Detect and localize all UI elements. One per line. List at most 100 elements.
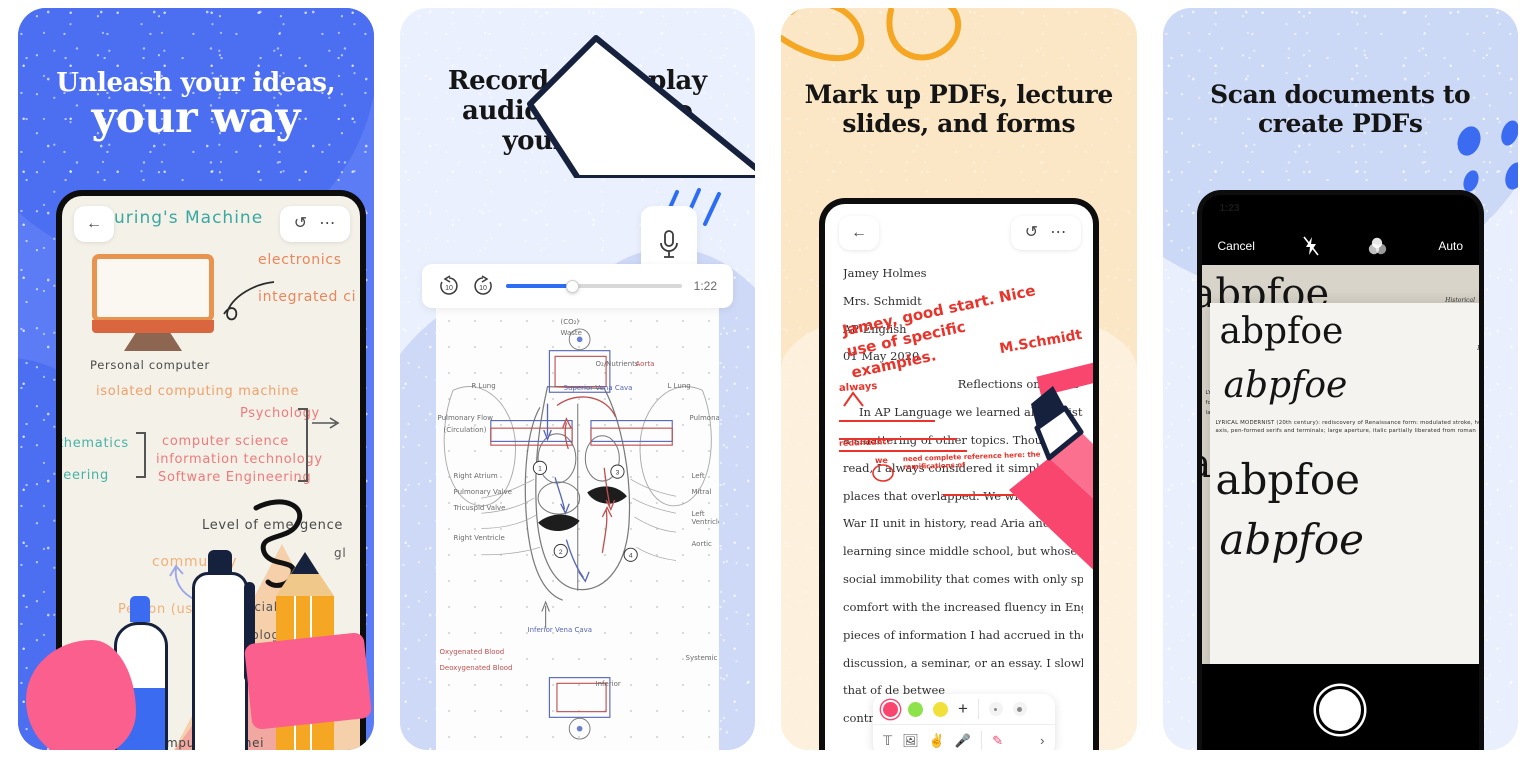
diagram-label-aorta: Aorta — [635, 360, 655, 368]
diagram-label-pulmonary-flow: Pulmonary Flow — [437, 414, 494, 422]
skip-back-10-icon[interactable]: 10 — [438, 275, 460, 297]
auto-mode-button[interactable]: Auto — [1438, 239, 1463, 253]
pdf-canvas[interactable]: ← ↺ ⋯ Jamey Holmes Mrs. Schmidt AP Engli… — [825, 204, 1093, 750]
chevron-right-icon[interactable]: › — [1040, 733, 1045, 748]
doc-line: Jamey Holmes — [843, 266, 927, 280]
image-tool-icon[interactable]: 🖼 — [902, 732, 919, 748]
add-color-button[interactable]: + — [958, 699, 968, 718]
skip-forward-10-icon[interactable]: 10 — [472, 275, 494, 297]
doc-line: War II unit in history, read Aria and di… — [843, 516, 1083, 531]
audio-progress-track[interactable] — [505, 279, 682, 293]
color-swatch-green[interactable] — [908, 701, 923, 717]
specimen-caption: LYRICAL MODERNIST (20th century): redisc… — [1215, 420, 1480, 435]
label-information-technology: information technology — [156, 452, 323, 467]
cancel-button[interactable]: Cancel — [1217, 239, 1255, 253]
promo-card-unleash-your-ideas[interactable]: Unleash your ideas, your way uring's Mac… — [18, 8, 374, 750]
doc-line: a smattering of other topics. Though Eng… — [843, 432, 1083, 447]
promo-card-scan-documents[interactable]: Scan documents to create PDFs 1:23 Cance… — [1162, 8, 1518, 750]
detected-document-overlay: abpfoe Historical Synopsis abpfoe LYRICA… — [1209, 303, 1480, 664]
diagram-legend-deoxygenated: Deoxygenated Blood — [439, 664, 513, 672]
diagram-label-aortic: Aortic — [691, 540, 712, 548]
stroke-size-small-button[interactable] — [988, 702, 1003, 716]
back-button[interactable]: ← — [74, 206, 114, 242]
arrow-right-drawing — [312, 417, 340, 429]
promo-card-mark-up-pdfs[interactable]: Mark up PDFs, lecture slides, and forms … — [781, 8, 1137, 750]
label-engineering: ineering — [62, 468, 109, 483]
svg-text:10: 10 — [479, 285, 487, 292]
more-options-icon[interactable]: ⋯ — [1050, 224, 1067, 241]
doc-line: that of de betwee — [843, 683, 946, 698]
label-computer-science: computer science — [162, 434, 289, 449]
stroke-size-large-button[interactable] — [1012, 702, 1027, 716]
toolbar-tools-row[interactable]: 𝕋 🖼 ✌ 🎤 ✎ › — [873, 725, 1055, 750]
diagram-label-left-ventricle: Left Ventricle — [691, 510, 720, 526]
circle-mark-ii — [872, 464, 894, 482]
flash-off-icon[interactable] — [1303, 236, 1319, 256]
label-isolated-computing-machine: isolated computing machine — [96, 384, 300, 399]
diagram-legend-oxygenated: Oxygenated Blood — [439, 648, 505, 656]
doc-line: learning since middle school, but whose … — [843, 544, 1083, 559]
diagram-label-o2-nutrients: O₂/Nutrients — [595, 360, 639, 368]
diagram-label-inferior: Inferior — [595, 680, 621, 688]
monitor-drawing — [92, 254, 214, 322]
diagram-label-circulation: (Circulation) — [443, 426, 487, 434]
audio-progress-fill — [505, 284, 573, 288]
stylus-hand-illustration — [526, 35, 755, 178]
scanner-camera-view[interactable]: 1:23 Cancel Auto abp — [1201, 195, 1480, 750]
pink-highlighter-illustration — [1009, 386, 1093, 570]
diagram-label-r-lung: R Lung — [471, 382, 496, 390]
doc-line: discussion, a seminar, or an essay. I sl… — [843, 655, 1083, 670]
doc-line: In AP Language we learned about history,… — [859, 405, 1083, 420]
markup-toolbar[interactable]: + 𝕋 🖼 ✌ 🎤 ✎ › — [873, 694, 1055, 750]
undo-icon[interactable]: ↺ — [1024, 224, 1039, 241]
page-title: Unleash your ideas, your way — [18, 68, 374, 140]
label-global: gl — [334, 546, 347, 560]
doc-line: social immobility that comes with only s… — [843, 572, 1083, 587]
pen-clip — [244, 582, 255, 682]
diagram-label-l-lung: L Lung — [667, 382, 691, 390]
bracket-right — [298, 408, 308, 482]
blue-marker-cap — [130, 596, 150, 622]
audio-player[interactable]: 10 10 1:22 — [421, 264, 733, 308]
headline-line-1: Mark up PDFs, lecture slides, and forms — [804, 80, 1114, 138]
diagram-label-mitral: Mitral — [691, 488, 712, 496]
back-button[interactable]: ← — [839, 216, 879, 250]
label-electronics: electronics — [258, 252, 342, 268]
strikethrough-accrued — [943, 494, 1061, 496]
specimen-word-4: abpfoe — [1219, 515, 1365, 564]
text-tool-icon[interactable]: 𝕋 — [883, 732, 893, 748]
curl-arrow-drawing — [223, 281, 275, 321]
doc-line: 01 May 2020 — [843, 349, 920, 364]
undo-icon[interactable]: ↺ — [293, 215, 308, 232]
specimen-word-2: abpfoe — [1223, 365, 1348, 406]
eraser-tool-icon[interactable]: ✎ — [992, 732, 1004, 748]
color-swatch-yellow[interactable] — [933, 701, 948, 717]
color-swatch-pink-selected[interactable] — [883, 701, 898, 717]
color-filter-icon[interactable] — [1368, 237, 1390, 255]
toolbar-divider — [977, 699, 979, 719]
headline-line-1: Scan documents to create PDFs — [1210, 80, 1471, 138]
promo-card-record-and-replay-audio[interactable]: Record and replay audio, synced to your … — [399, 8, 755, 750]
specimen-side-note-bg-1: Historical — [1445, 297, 1475, 304]
more-options-icon[interactable]: ⋯ — [319, 215, 336, 232]
svg-text:1: 1 — [538, 466, 542, 473]
scanner-bottom-bar — [1201, 664, 1479, 750]
doc-line: comfort with the increased fluency in En… — [843, 599, 1083, 614]
camera-shutter-button[interactable] — [1316, 686, 1365, 734]
pink-sticky-note-decoration — [243, 631, 372, 731]
label-mathematics: thematics — [62, 436, 129, 451]
note-page-heart-diagram[interactable]: 1 3 2 4 (CO₂) Waste O₂/Nutrients Aorta S… — [435, 308, 720, 750]
note-title: uring's Machine — [114, 208, 264, 228]
phone-mockup-scanner: 1:23 Cancel Auto abp — [1196, 190, 1484, 750]
scanner-top-bar[interactable]: Cancel Auto — [1202, 227, 1480, 265]
strikethrough-redundant-underline — [839, 438, 957, 440]
note-actions[interactable]: ↺ ⋯ — [279, 206, 350, 242]
pdf-actions[interactable]: ↺ ⋯ — [1010, 216, 1081, 250]
microphone-tool-icon[interactable]: 🎤 — [954, 732, 972, 748]
sticker-tool-icon[interactable]: ✌ — [928, 732, 945, 748]
svg-text:2: 2 — [558, 549, 562, 556]
toolbar-colors-row[interactable]: + — [873, 694, 1055, 725]
specimen-sheet-note-1: Historical — [1477, 345, 1479, 352]
audio-progress-thumb[interactable] — [566, 279, 580, 293]
pen-cap — [208, 550, 232, 574]
